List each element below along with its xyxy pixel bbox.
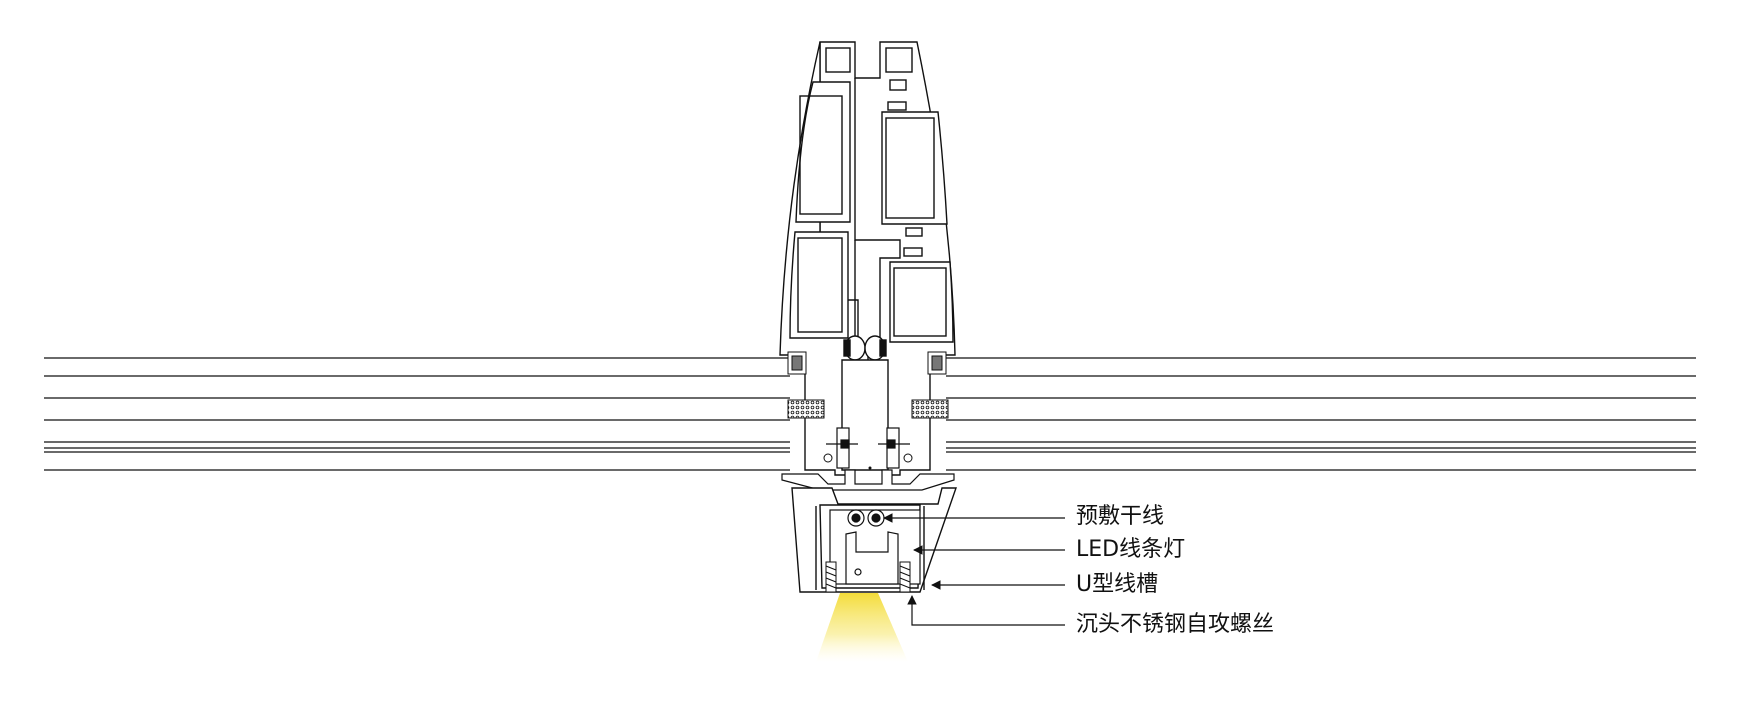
- glass-panels-left: [44, 357, 790, 471]
- leader-lines: [883, 513, 1065, 626]
- center-mark: [868, 466, 872, 470]
- preset-wires: [847, 509, 885, 527]
- screws: [825, 561, 911, 593]
- light-beam: [816, 593, 908, 662]
- callout-u-channel: U型线槽: [1076, 572, 1159, 597]
- callout-countersunk-screw: 沉头不锈钢自攻螺丝: [1076, 612, 1275, 637]
- callout-led-strip: LED线条灯: [1076, 537, 1186, 562]
- glass-seals: [787, 351, 949, 463]
- callout-preset-wire: 预敷干线: [1076, 504, 1165, 529]
- pressure-plate: [781, 427, 955, 491]
- glass-panels-right: [946, 357, 1696, 471]
- mullion-profile: [779, 41, 956, 476]
